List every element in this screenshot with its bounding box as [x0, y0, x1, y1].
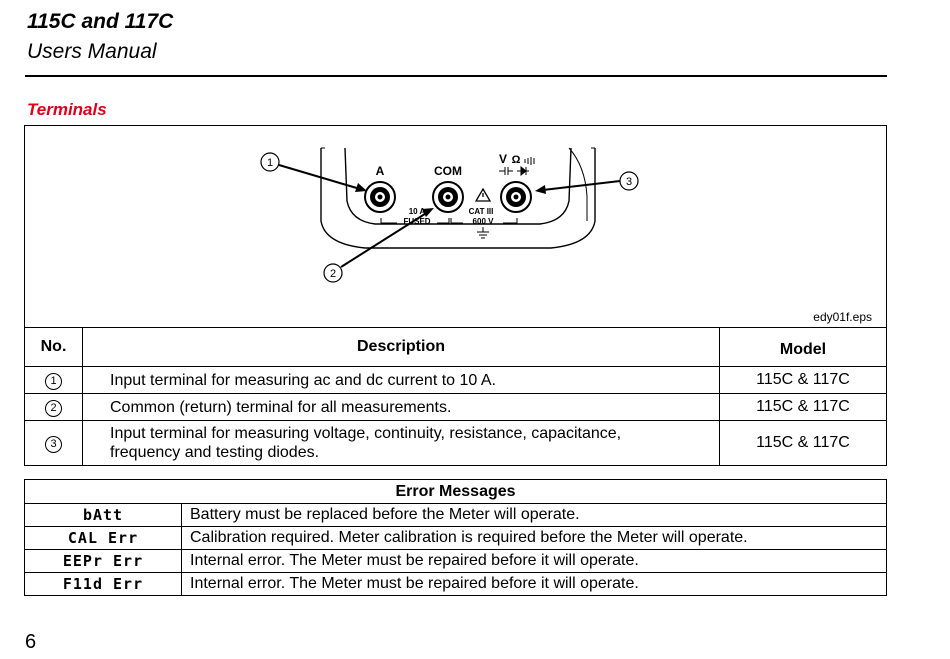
row-model: 115C & 117C: [719, 420, 887, 466]
error-message: Calibration required. Meter calibration …: [181, 526, 887, 550]
page-number: 6: [25, 631, 37, 653]
svg-text:2: 2: [330, 268, 336, 280]
fused-label: FUSED: [403, 217, 430, 226]
jack-a-label: A: [376, 164, 385, 178]
header-model: Model: [719, 327, 887, 367]
row-description: Input terminal for measuring voltage, co…: [82, 420, 720, 466]
volts-label: 600 V: [473, 217, 495, 226]
error-messages-table: Error Messages bAtt Battery must be repl…: [24, 479, 887, 596]
svg-text:1: 1: [267, 157, 273, 169]
table-row: F11d Err Internal error. The Meter must …: [24, 572, 887, 596]
terminal-figure-cell: A COM V Ω 10 A FUSED CAT III 600 V: [24, 125, 887, 328]
figure-file-label: edy01f.eps: [813, 310, 872, 324]
error-code: CAL Err: [24, 526, 182, 550]
jack-v: [500, 181, 532, 213]
row-model: 115C & 117C: [719, 393, 887, 421]
table-row: 1 Input terminal for measuring ac and dc…: [24, 366, 887, 394]
section-title: Terminals: [27, 100, 107, 119]
callout-3: 3: [535, 171, 639, 194]
table-row: EEPr Err Internal error. The Meter must …: [24, 549, 887, 573]
warning-triangle-icon: [474, 187, 492, 202]
error-messages-header: Error Messages: [24, 479, 887, 504]
row-number: 1: [45, 372, 62, 390]
terminals-header-row: No. Description Model: [24, 327, 887, 367]
manual-title: 115C and 117C: [27, 10, 174, 33]
row-description: Common (return) terminal for all measure…: [82, 393, 720, 421]
fused-amps-label: 10 A: [409, 207, 426, 216]
error-code: F11d Err: [24, 572, 182, 596]
table-row: CAL Err Calibration required. Meter cali…: [24, 526, 887, 550]
header-no: No.: [24, 327, 83, 367]
table-row: bAtt Battery must be replaced before the…: [24, 503, 887, 527]
error-code: EEPr Err: [24, 549, 182, 573]
header-rule: [25, 75, 887, 77]
table-row: 3 Input terminal for measuring voltage, …: [24, 420, 887, 466]
ground-icon: [477, 227, 489, 239]
terminals-table: A COM V Ω 10 A FUSED CAT III 600 V: [24, 125, 887, 466]
svg-text:3: 3: [626, 176, 632, 188]
jack-com: [432, 181, 464, 213]
callout-2: 2: [323, 208, 434, 283]
capacitor-diode-icon: [499, 165, 529, 177]
cat-label: CAT III: [469, 207, 494, 216]
table-row: 2 Common (return) terminal for all measu…: [24, 393, 887, 421]
error-message: Battery must be replaced before the Mete…: [181, 503, 887, 527]
row-model: 115C & 117C: [719, 366, 887, 394]
row-number: 3: [45, 435, 62, 453]
error-code: bAtt: [24, 503, 182, 527]
jack-v-label: V: [499, 152, 507, 166]
row-number: 2: [45, 399, 62, 417]
jack-a: [364, 181, 396, 213]
callout-1: 1: [260, 152, 367, 192]
terminal-diagram: A COM V Ω 10 A FUSED CAT III 600 V: [260, 147, 639, 283]
manual-subtitle: Users Manual: [27, 40, 157, 63]
error-message: Internal error. The Meter must be repair…: [181, 549, 887, 573]
header-description: Description: [82, 327, 720, 367]
ohm-label: Ω: [512, 154, 521, 166]
error-message: Internal error. The Meter must be repair…: [181, 572, 887, 596]
row-description: Input terminal for measuring ac and dc c…: [82, 366, 720, 394]
jack-com-label: COM: [434, 164, 462, 178]
beeper-icon: [524, 157, 535, 165]
